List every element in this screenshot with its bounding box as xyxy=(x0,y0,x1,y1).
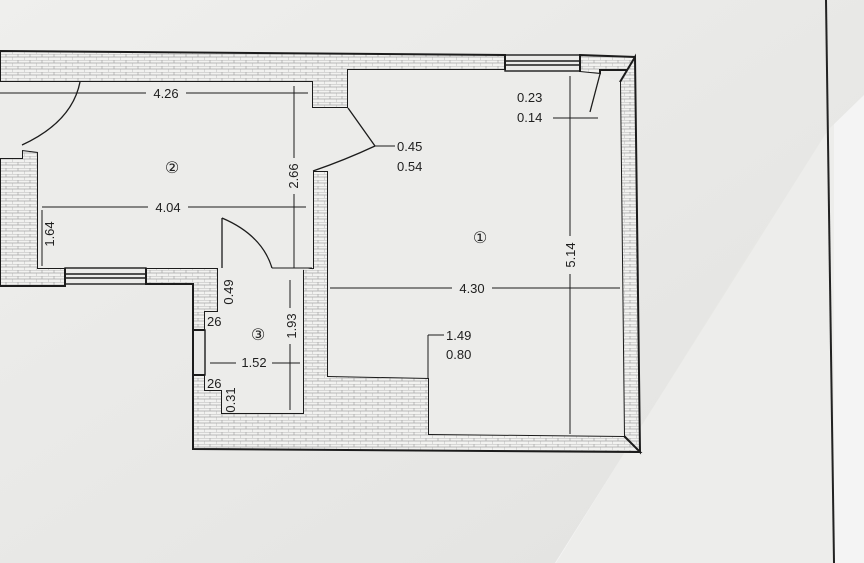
dim-window-b: 0.14 xyxy=(517,110,542,125)
windows xyxy=(64,54,581,376)
dim-room1-height: 5.14 xyxy=(563,242,578,267)
dim-room3-width: 1.52 xyxy=(241,355,266,370)
dimension-labels: 4.26 4.04 2.66 1.64 4.30 5.14 0.23 0.14 … xyxy=(42,86,578,413)
door-room2-left xyxy=(21,81,81,146)
door-room1 xyxy=(312,107,376,172)
dim-room2-width-top: 4.26 xyxy=(153,86,178,101)
dim-room3-wall-a: 0.49 xyxy=(221,279,236,304)
window-top xyxy=(504,54,581,72)
window-sash xyxy=(589,73,601,113)
room-label-1: ① xyxy=(473,228,487,247)
dim-niche-a: 1.49 xyxy=(446,328,471,343)
room-label-3: ③ xyxy=(251,325,265,344)
room-floors xyxy=(0,70,624,436)
dim-door-b: 0.54 xyxy=(397,159,422,174)
room2-floor xyxy=(0,82,313,268)
dim-room2-width-mid: 4.04 xyxy=(155,200,180,215)
dim-window-a: 0.23 xyxy=(517,90,542,105)
room-label-2: ② xyxy=(165,158,179,177)
dim-room3-wall-b: 26 xyxy=(207,314,221,329)
room3-floor xyxy=(205,268,313,413)
room1-floor xyxy=(313,70,624,436)
window-left xyxy=(64,267,147,285)
dim-room3-wall-d: 0.31 xyxy=(223,387,238,412)
dim-room3-height: 1.93 xyxy=(284,313,299,338)
walls xyxy=(0,49,643,455)
dim-room1-width: 4.30 xyxy=(459,281,484,296)
dim-niche-b: 0.80 xyxy=(446,347,471,362)
dim-room2-left-height: 1.64 xyxy=(42,221,57,246)
dim-door-a: 0.45 xyxy=(397,139,422,154)
dim-room2-height: 2.66 xyxy=(286,163,301,188)
paper-edge-line xyxy=(825,0,835,563)
window-bathroom xyxy=(192,329,206,376)
doors xyxy=(21,73,601,269)
door-room3 xyxy=(221,217,273,269)
dim-room3-wall-c: 26 xyxy=(207,376,221,391)
